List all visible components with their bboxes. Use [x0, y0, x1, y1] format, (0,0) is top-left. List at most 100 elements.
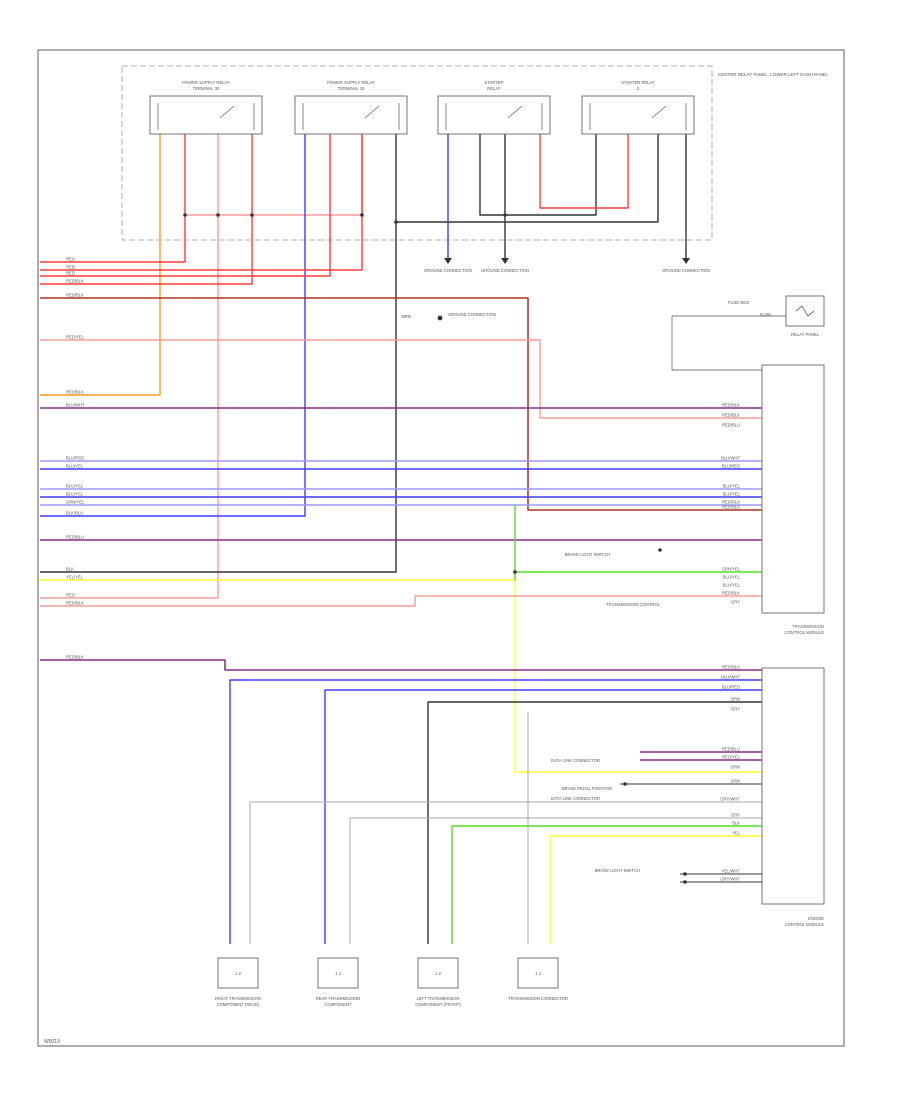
relay-label: STARTER [484, 80, 503, 85]
connector-label: COMPONENT (FRONT) [415, 1002, 461, 1007]
diagram-frame [37, 49, 845, 1047]
left-wire-label: RED/BLK [66, 655, 84, 660]
right-wire-label: RED/BLU [722, 423, 740, 428]
right-wire-label: RED/YEL [722, 755, 741, 760]
right-wire-label: BRN [731, 697, 740, 702]
relay-box-note: CENTER RELAY PANEL, LOWER LEFT DASH PANE… [718, 72, 829, 77]
relay-label: POWER SUPPLY RELAY [327, 80, 375, 85]
left-wire-label: BLU/RED [66, 456, 84, 461]
left-wire-label: RED [66, 271, 75, 276]
connector-pins: 1 2 [335, 971, 341, 976]
connector-box [217, 957, 259, 989]
connector-pins: 1 2 [435, 971, 441, 976]
wire-brown [40, 297, 762, 511]
splice-dot [183, 213, 187, 217]
relay-panel-box [121, 65, 713, 241]
module2-label: ENGINE [808, 916, 824, 921]
left-wire-label: BLU/YEL [66, 492, 84, 497]
module1-label: CONTROL MODULE [785, 630, 825, 635]
right-wire-label: GRY [731, 707, 740, 712]
mid-label: DATA LINK CONNECTOR [551, 758, 600, 763]
connector-label: LEFT TRANSMISSION [416, 996, 459, 1001]
connector-label: COMPONENT (REAR) [217, 1002, 260, 1007]
wire-red [40, 134, 331, 277]
left-wire-label: BLU/YEL [66, 464, 84, 469]
wire-black [427, 701, 762, 944]
left-wire-label: RED/YEL [66, 335, 85, 340]
mid-connection-icon [437, 315, 443, 321]
connector-pins: 1 2 [235, 971, 241, 976]
splice-dot [683, 872, 687, 876]
ground-label: GROUND CONNECTION [481, 268, 529, 273]
right-wire-label: BLU/YEL [723, 492, 741, 497]
connector-box [517, 957, 559, 989]
relay-switch [219, 105, 235, 119]
wire-yellow [40, 579, 762, 773]
wire-pink [40, 134, 219, 599]
wire-blue [324, 689, 762, 944]
left-wire-label: RED/BLK [66, 390, 84, 395]
wire-black [396, 134, 659, 223]
left-wire-label: RED/BLU [66, 535, 84, 540]
splice-dot [513, 570, 517, 574]
splice-dot [360, 213, 364, 217]
left-wire-label: RED/BLK [66, 279, 84, 284]
right-wire-label: BLU/RED [722, 464, 740, 469]
right-wire-label: RED/BLK [722, 403, 740, 408]
wire-red [539, 134, 629, 209]
mid-label: BRAKE LIGHT SWITCH [595, 868, 640, 873]
connector-label: COMPONENT [324, 1002, 352, 1007]
left-wire-label: BLU/YEL [66, 484, 84, 489]
right-wire-label: YEL/WHT [721, 869, 740, 874]
relay-label: RELAY [487, 86, 501, 91]
relay-switch [364, 105, 380, 119]
left-wire-label: BLK [66, 567, 74, 572]
mid-label: DATA LINK CONNECTOR [551, 796, 600, 801]
left-wire-label: RED [66, 257, 75, 262]
wire-orange [40, 134, 161, 396]
wire-pink [40, 595, 762, 607]
wire-gray [349, 817, 762, 944]
right-wire-label: BLU/RED [722, 685, 740, 690]
left-wire-label: GRN/YEL [66, 500, 85, 505]
connector-label: REAR TRANSMISSION [316, 996, 361, 1001]
relay-switch [651, 105, 667, 119]
wire-blue [40, 134, 306, 517]
module2-box [761, 667, 825, 905]
wire-pink [185, 134, 363, 216]
splice-dot [394, 220, 398, 224]
wire-gray [249, 801, 762, 944]
right-wire-label: RED/BLU [722, 747, 740, 752]
splice-dot [216, 213, 220, 217]
right-wire-label: GRN/YEL [722, 567, 741, 572]
left-wire-label: BLK/BLU [66, 511, 83, 516]
relay-box [294, 95, 408, 135]
mid-connection-wire-label: BRN [402, 314, 411, 319]
right-wire-label: GRY/WHT [720, 877, 740, 882]
splice-dot [623, 782, 627, 786]
module2-label: CONTROL MODULE [785, 922, 825, 927]
left-wire-label: BLU/WHT [66, 403, 85, 408]
fuse-icon-box [785, 295, 825, 327]
relay-label: 2 [637, 86, 640, 91]
footer-code: W0013 [44, 1039, 60, 1045]
right-wire-label: RED/BLK [722, 413, 740, 418]
wire-black [40, 134, 397, 573]
right-wire-label: GRN [731, 779, 740, 784]
wire-red [40, 134, 363, 271]
left-wire-label: RED [66, 593, 75, 598]
left-wire-label: YEL/YEL [66, 575, 84, 580]
wire-pink [40, 339, 762, 419]
right-wire-label: BLK [732, 821, 740, 826]
connector-box [417, 957, 459, 989]
wire-yellow [549, 835, 762, 944]
splice-dot [683, 880, 687, 884]
relay-box [581, 95, 695, 135]
right-wire-label: BLU/YEL [723, 575, 741, 580]
ground-label: GROUND CONNECTION [424, 268, 472, 273]
right-wire-label: GRY [731, 813, 740, 818]
connector-label: RIGHT TRANSMISSION [215, 996, 261, 1001]
